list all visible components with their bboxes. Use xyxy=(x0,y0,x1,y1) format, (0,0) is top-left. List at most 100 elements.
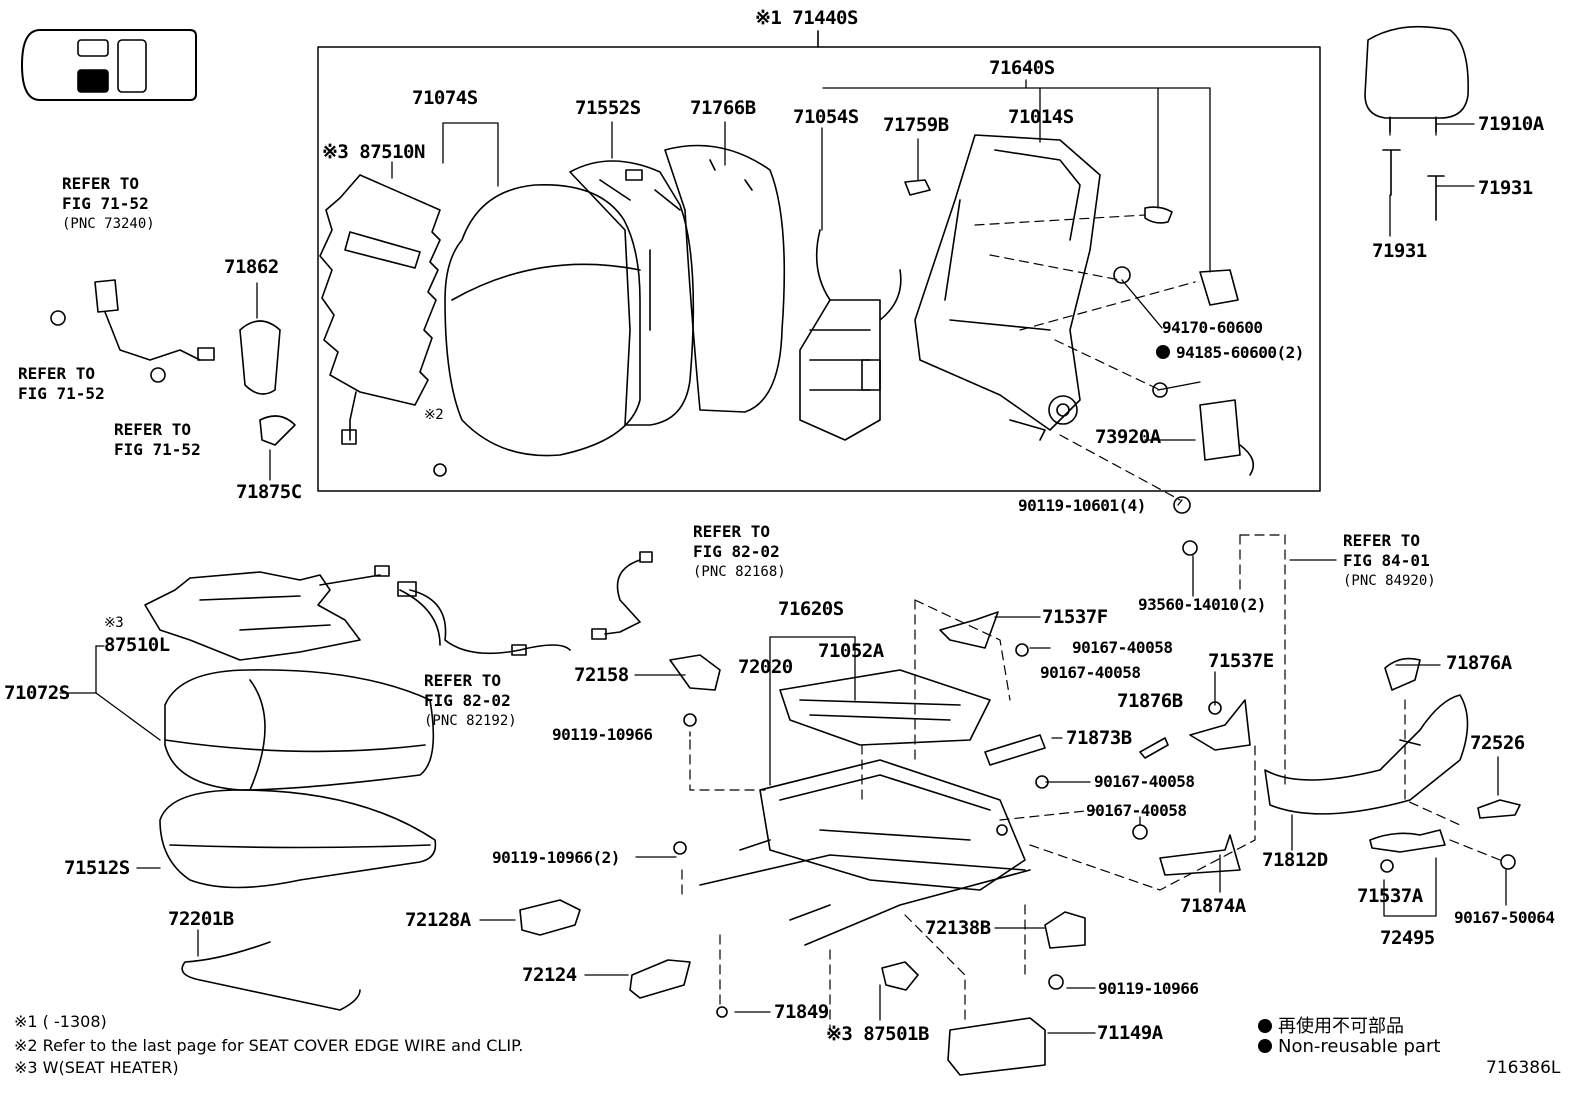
frame-fasteners xyxy=(1113,206,1255,514)
spring-mat xyxy=(779,669,991,746)
backrest-assembly-frame xyxy=(317,46,1321,492)
refer-line2: FIG 82-02 xyxy=(424,691,511,710)
refer-pnc: (PNC 84920) xyxy=(1343,573,1436,589)
label-94185-60600: 94185-60600(2) xyxy=(1156,345,1304,361)
seatbelt-buckle xyxy=(50,279,215,383)
label-71876A: 71876A xyxy=(1446,652,1512,674)
bolts xyxy=(673,540,1516,1018)
footnote-1: ※1 ( -1308) xyxy=(14,1012,107,1031)
footnote-3: ※3 W(SEAT HEATER) xyxy=(14,1058,179,1077)
wire-harness-82168 xyxy=(591,551,653,640)
headrest xyxy=(1364,25,1469,133)
label-71440S-assembly: ※1 71440S xyxy=(755,7,858,29)
label-71874A: 71874A xyxy=(1180,895,1246,917)
label-71149A: 71149A xyxy=(1097,1022,1163,1044)
knob-72526 xyxy=(1477,799,1521,819)
edge-wire xyxy=(181,941,361,1011)
back-heater-mat xyxy=(319,174,447,477)
cover-71537A xyxy=(1369,829,1446,873)
cover-72138B xyxy=(1044,911,1086,949)
label-93560-14010: 93560-14010(2) xyxy=(1138,595,1266,614)
footnote-2: ※2 Refer to the last page for SEAT COVER… xyxy=(14,1036,524,1055)
label-71931-right: 71931 xyxy=(1478,177,1533,199)
refer-pnc: (PNC 82168) xyxy=(693,564,786,580)
refer-to-fig-82-02-pnc-82192[interactable]: REFER TO FIG 82-02 (PNC 82192) xyxy=(424,671,517,731)
label-72526: 72526 xyxy=(1470,732,1525,754)
refer-line1: REFER TO xyxy=(114,420,192,439)
label-87501B: ※3 87501B xyxy=(826,1023,929,1045)
label-71074S: 71074S xyxy=(412,87,478,109)
label-71014S: 71014S xyxy=(1008,106,1074,128)
label-71537E: 71537E xyxy=(1208,650,1274,672)
bracket-71873B xyxy=(984,734,1046,766)
label-71759B: 71759B xyxy=(883,114,949,136)
refer-pnc: (PNC 82192) xyxy=(424,713,517,729)
backrest-frame xyxy=(914,134,1101,441)
seat-rails xyxy=(699,839,1031,946)
label-71876B: 71876B xyxy=(1117,690,1183,712)
refer-to-fig-84-01-pnc-84920[interactable]: REFER TO FIG 84-01 (PNC 84920) xyxy=(1343,531,1436,591)
label-71052A: 71052A xyxy=(818,640,884,662)
legend-english-text: Non-reusable part xyxy=(1278,1036,1441,1057)
label-90167-50064: 90167-50064 xyxy=(1454,908,1555,927)
refer-pnc: (PNC 73240) xyxy=(62,216,155,232)
label-72138B: 72138B xyxy=(925,917,991,939)
label-71873B: 71873B xyxy=(1066,727,1132,749)
label-90167-40058-a: 90167-40058 xyxy=(1072,638,1173,657)
cushion-pad xyxy=(164,669,435,791)
label-72495: 72495 xyxy=(1380,927,1435,949)
refer-line2: FIG 71-52 xyxy=(18,384,105,403)
label-71537F: 71537F xyxy=(1042,606,1108,628)
cover-71537E xyxy=(1189,699,1251,751)
refer-to-fig-82-02-pnc-82168[interactable]: REFER TO FIG 82-02 (PNC 82168) xyxy=(693,522,786,582)
legend-japanese-text: 再使用不可部品 xyxy=(1278,1016,1404,1037)
label-72128A: 72128A xyxy=(405,909,471,931)
refer-line2: FIG 71-52 xyxy=(62,194,149,213)
lever-71876B xyxy=(1139,737,1169,759)
refer-line2: FIG 71-52 xyxy=(114,440,201,459)
label-71862: 71862 xyxy=(224,256,279,278)
label-71072S: 71072S xyxy=(4,682,70,704)
label-71931-lower: 71931 xyxy=(1372,240,1427,262)
sensor-87501B xyxy=(881,961,919,991)
label-87510L-note: ※3 xyxy=(104,615,124,631)
refer-line1: REFER TO xyxy=(424,671,502,690)
label-71875C: 71875C xyxy=(236,481,302,503)
label-87510N: ※3 87510N xyxy=(322,141,425,163)
label-71812D: 71812D xyxy=(1262,849,1328,871)
refer-line2: FIG 84-01 xyxy=(1343,551,1430,570)
label-71537A: 71537A xyxy=(1357,885,1423,907)
label-71910A: 71910A xyxy=(1478,113,1544,135)
backrest-pad xyxy=(444,183,641,457)
cushion-heater-mat xyxy=(144,565,441,661)
legend-english: Non-reusable part xyxy=(1258,1036,1440,1057)
refer-to-fig-71-52-lower[interactable]: REFER TO FIG 71-52 xyxy=(114,420,201,460)
wire-harness-82192 xyxy=(397,581,571,656)
clip-71759B xyxy=(904,179,931,196)
refer-line1: REFER TO xyxy=(1343,531,1421,550)
side-cover-71875C xyxy=(259,415,296,446)
label-71512S: 71512S xyxy=(64,857,130,879)
side-cover-71862 xyxy=(239,320,281,395)
label-71620S: 71620S xyxy=(778,598,844,620)
non-reusable-dot-icon xyxy=(1258,1019,1272,1033)
refer-line1: REFER TO xyxy=(693,522,771,541)
label-71849: 71849 xyxy=(774,1001,829,1023)
refer-line1: REFER TO xyxy=(18,364,96,383)
label-72124: 72124 xyxy=(522,964,577,986)
label-90119-10601: 90119-10601(4) xyxy=(1018,496,1146,515)
legend-japanese: 再使用不可部品 xyxy=(1258,1012,1404,1038)
cover-72124 xyxy=(629,959,691,999)
label-90119-10966-a: 90119-10966 xyxy=(552,725,653,744)
lumbar-support xyxy=(799,229,902,441)
label-72158: 72158 xyxy=(574,664,629,686)
label-90119-10966-c: 90119-10966 xyxy=(1098,979,1199,998)
refer-to-fig-71-52-pnc-73240[interactable]: REFER TO FIG 71-52 (PNC 73240) xyxy=(62,174,155,234)
seat-frame xyxy=(759,759,1026,891)
bracket-71874A xyxy=(1159,834,1241,876)
non-reusable-marker xyxy=(1156,345,1170,359)
refer-line2: FIG 82-02 xyxy=(693,542,780,561)
refer-to-fig-71-52-left[interactable]: REFER TO FIG 71-52 xyxy=(18,364,105,404)
label-73920A: 73920A xyxy=(1095,426,1161,448)
